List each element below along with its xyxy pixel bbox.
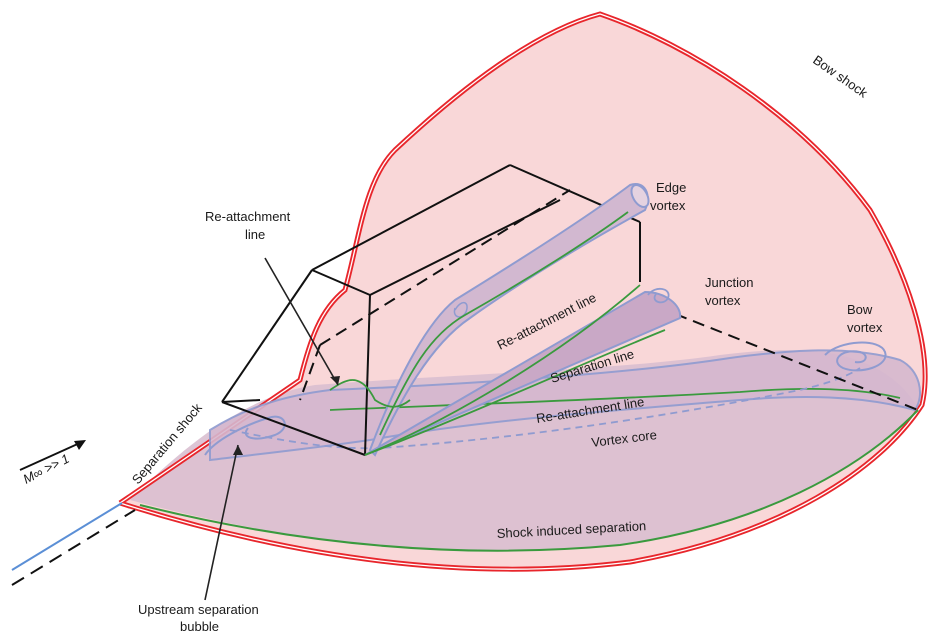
block-body [221, 164, 641, 456]
block-front-reattachment [329, 379, 411, 408]
label-re-attachment-callout: Re-attachment line [205, 209, 294, 242]
label-bow-vortex: Bow vortex [847, 302, 883, 335]
edge-vortex-spiral [453, 301, 468, 318]
label-bow-shock: Bow shock [810, 52, 871, 101]
block-hidden-edges [299, 189, 919, 411]
bubble-arrowhead [233, 445, 243, 455]
junction-vortex-wedge [364, 290, 682, 456]
edge-reattachment-line [379, 211, 629, 436]
callout-arrows [204, 257, 339, 601]
label-edge-vortex: Edge vortex [650, 180, 690, 213]
bow-vortex-spiral [824, 341, 887, 372]
label-mach: M∞ >> 1 [21, 451, 72, 487]
lower-reattachment-line [329, 388, 901, 411]
label-junction-vortex: Junction vortex [705, 275, 757, 308]
incoming-flow-line [11, 502, 123, 571]
separation-line [364, 329, 666, 456]
edge-vortex-end [630, 184, 650, 208]
shock-induced-separation-line [139, 409, 919, 552]
label-upstream-separation-bubble: Upstream separation bubble [138, 602, 262, 634]
reattachment-arrowhead [330, 376, 340, 385]
junction-vortex-spiral [647, 288, 670, 304]
upstream-bubble-spiral [204, 415, 286, 456]
mach-arrow-shaft [19, 441, 83, 471]
junction-reattachment-line [364, 284, 641, 456]
wall-dashed-line [11, 509, 136, 586]
bow-shock-line-inner [119, 13, 926, 570]
mach-arrowhead [74, 440, 86, 450]
vortex-core-line [229, 367, 861, 450]
